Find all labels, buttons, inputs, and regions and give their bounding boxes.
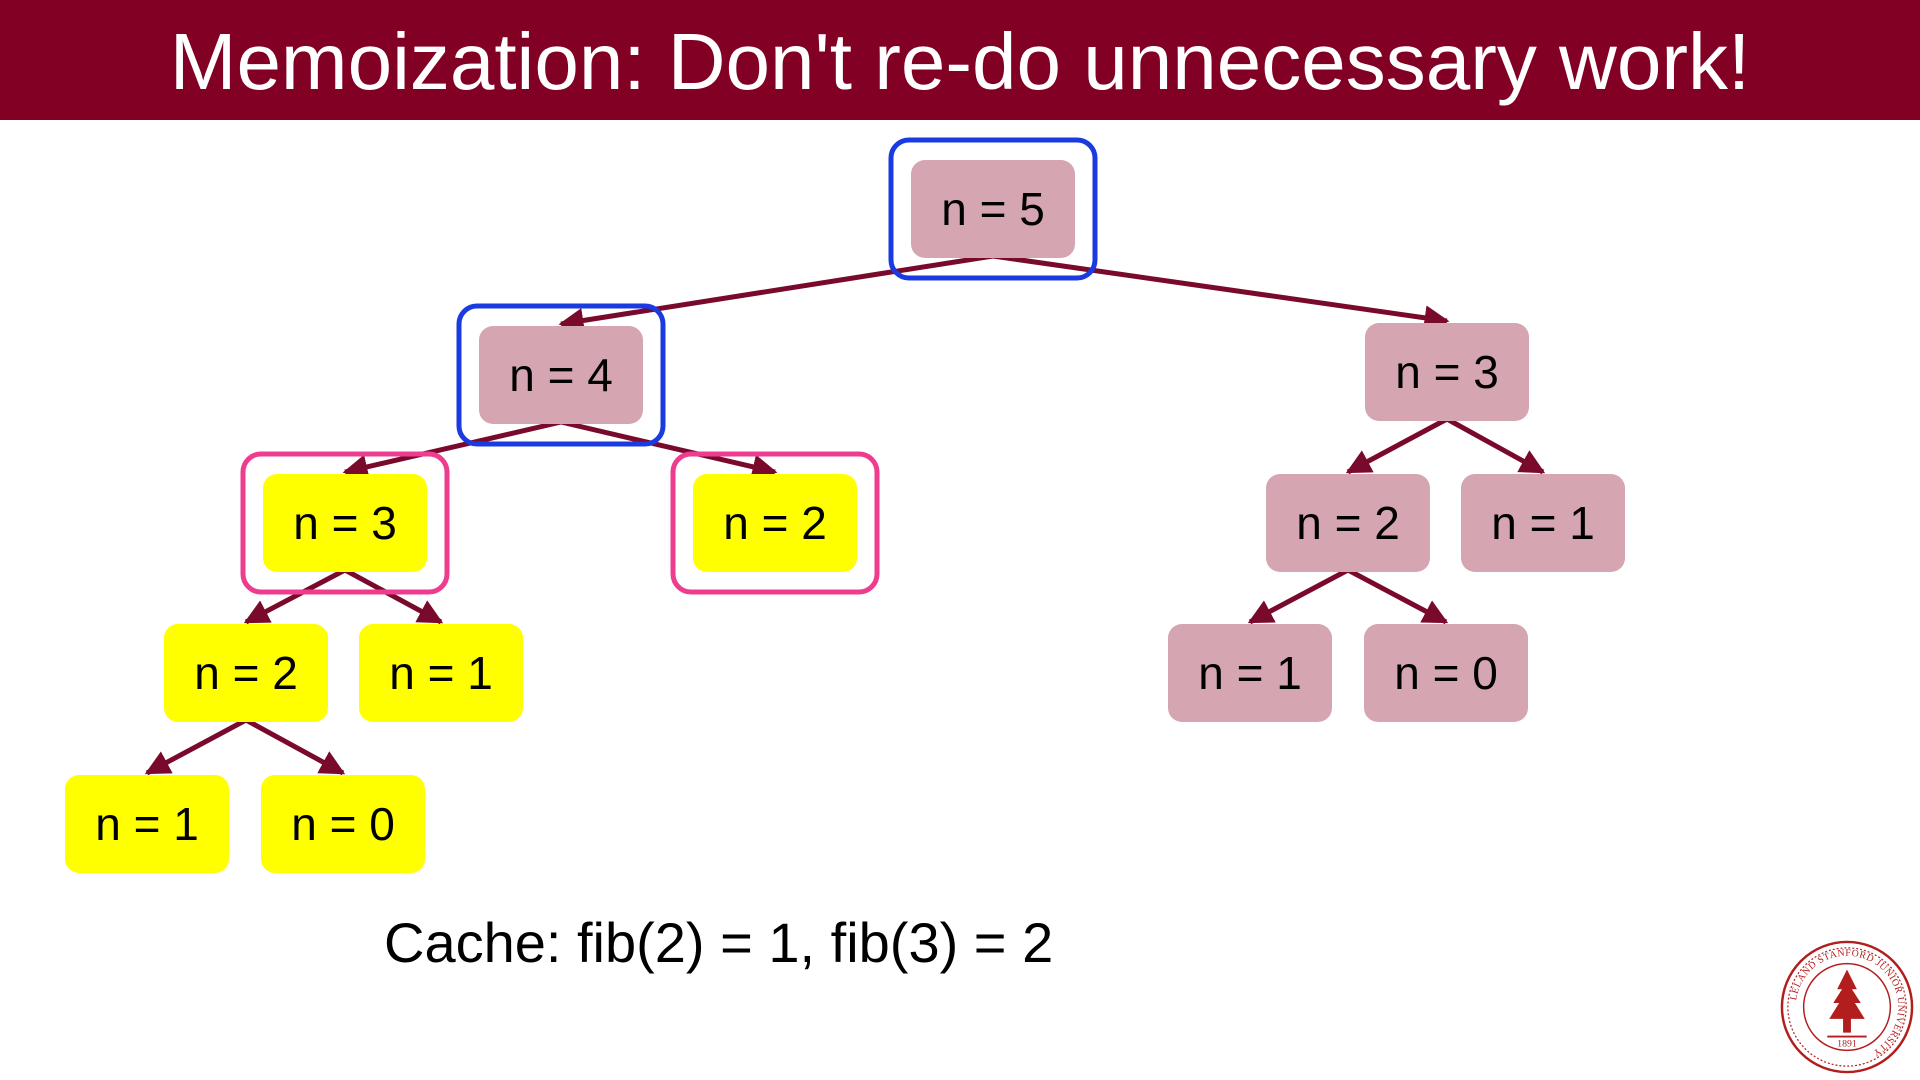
node-box	[1364, 624, 1528, 722]
node-box-computed	[359, 624, 523, 722]
tree-node: n = 0	[261, 775, 425, 873]
node-box-computed	[263, 474, 427, 572]
tree-edge	[1445, 416, 1546, 475]
tree-node: n = 4	[479, 326, 643, 424]
node-label: n = 2	[194, 647, 298, 699]
tree-node: n = 1	[359, 624, 523, 722]
tree-edge	[992, 253, 1450, 331]
highlight-box-blue	[888, 137, 1098, 281]
stanford-seal-icon: LELAND STANFORD JUNIOR UNIVERSITY 1891	[1780, 940, 1914, 1074]
seal-year: 1891	[1837, 1038, 1857, 1049]
tree-edge	[1345, 416, 1449, 475]
node-box-computed	[164, 624, 328, 722]
tree-node: n = 3	[1365, 323, 1529, 421]
slide-title: Memoization: Don't re-do unnecessary wor…	[169, 17, 1751, 106]
title-bar	[0, 0, 1920, 120]
cache-note: Cache: fib(2) = 1, fib(3) = 2	[384, 911, 1054, 974]
node-label: n = 1	[95, 798, 199, 850]
tree-edge	[244, 717, 346, 776]
node-label: n = 0	[291, 798, 395, 850]
tree-edge	[1247, 567, 1350, 625]
tree-node: n = 1	[1168, 624, 1332, 722]
tree-edge	[560, 419, 778, 480]
node-label: n = 5	[941, 183, 1045, 235]
tree-edge	[558, 253, 994, 333]
highlight-box-blue	[456, 303, 666, 447]
node-box-computed	[693, 474, 857, 572]
node-label: n = 1	[1198, 647, 1302, 699]
highlights-layer	[240, 137, 1098, 595]
node-label: n = 0	[1394, 647, 1498, 699]
tree-node: n = 5	[911, 160, 1075, 258]
node-label: n = 3	[293, 497, 397, 549]
node-box-computed	[65, 775, 229, 873]
tree-edge	[343, 567, 444, 625]
node-label: n = 1	[1491, 497, 1595, 549]
edges-layer	[144, 253, 1546, 776]
tree-node: n = 2	[164, 624, 328, 722]
node-box	[1168, 624, 1332, 722]
tree-node: n = 2	[1266, 474, 1430, 572]
tree-edge	[144, 717, 248, 776]
node-box	[1266, 474, 1430, 572]
highlight-box-pink	[670, 451, 880, 595]
nodes-layer: n = 5 n = 4 n = 3 n = 3 n = 2 n = 2 n = 1 n = 2…	[65, 160, 1625, 873]
tree-edge	[243, 567, 347, 625]
node-box	[1461, 474, 1625, 572]
node-label: n = 3	[1395, 346, 1499, 398]
tree-node: n = 2	[693, 474, 857, 572]
tree-node: n = 0	[1364, 624, 1528, 722]
node-box	[911, 160, 1075, 258]
node-label: n = 2	[723, 497, 827, 549]
node-label: n = 1	[389, 647, 493, 699]
tree-node: n = 1	[1461, 474, 1625, 572]
node-label: n = 2	[1296, 497, 1400, 549]
node-box-computed	[261, 775, 425, 873]
tree-edge	[1346, 567, 1449, 625]
tree-node: n = 1	[65, 775, 229, 873]
tree-edge	[342, 419, 562, 480]
highlight-box-pink	[240, 451, 450, 595]
node-box	[1365, 323, 1529, 421]
node-box	[479, 326, 643, 424]
tree-node: n = 3	[263, 474, 427, 572]
node-label: n = 4	[509, 349, 613, 401]
